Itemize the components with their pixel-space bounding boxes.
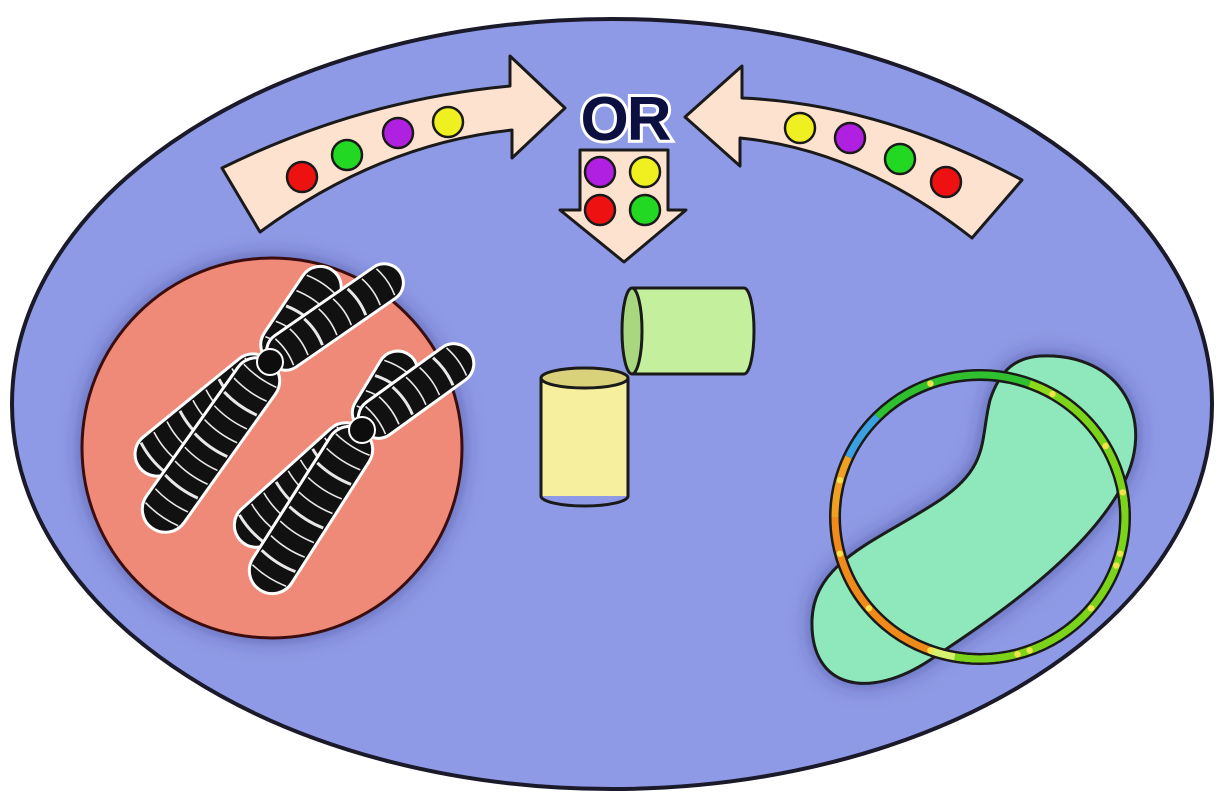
yellow-dot (431, 105, 465, 139)
yellow-cylinder (539, 366, 630, 508)
plasmid-icon (829, 369, 1131, 665)
purple-dot (583, 155, 617, 189)
or-label: OR (581, 85, 671, 154)
chromosome-icon (232, 342, 476, 596)
yellow-dot (628, 155, 662, 189)
right-curved-arrow (683, 64, 1024, 240)
red-dot (285, 160, 319, 194)
nucleus (80, 256, 464, 640)
bacterium (810, 354, 1138, 685)
green-dot (628, 193, 662, 227)
red-dot (929, 165, 963, 199)
purple-dot (833, 121, 867, 155)
chromosome-icon (133, 262, 405, 534)
yellow-dot (783, 111, 817, 145)
chromosomes-icon (133, 262, 476, 596)
green-dot (330, 138, 364, 172)
purple-dot (381, 116, 415, 150)
green-cylinder (620, 286, 756, 376)
red-dot (583, 193, 617, 227)
left-curved-arrow (220, 54, 567, 234)
down-arrow (558, 148, 688, 264)
green-dot (883, 142, 917, 176)
